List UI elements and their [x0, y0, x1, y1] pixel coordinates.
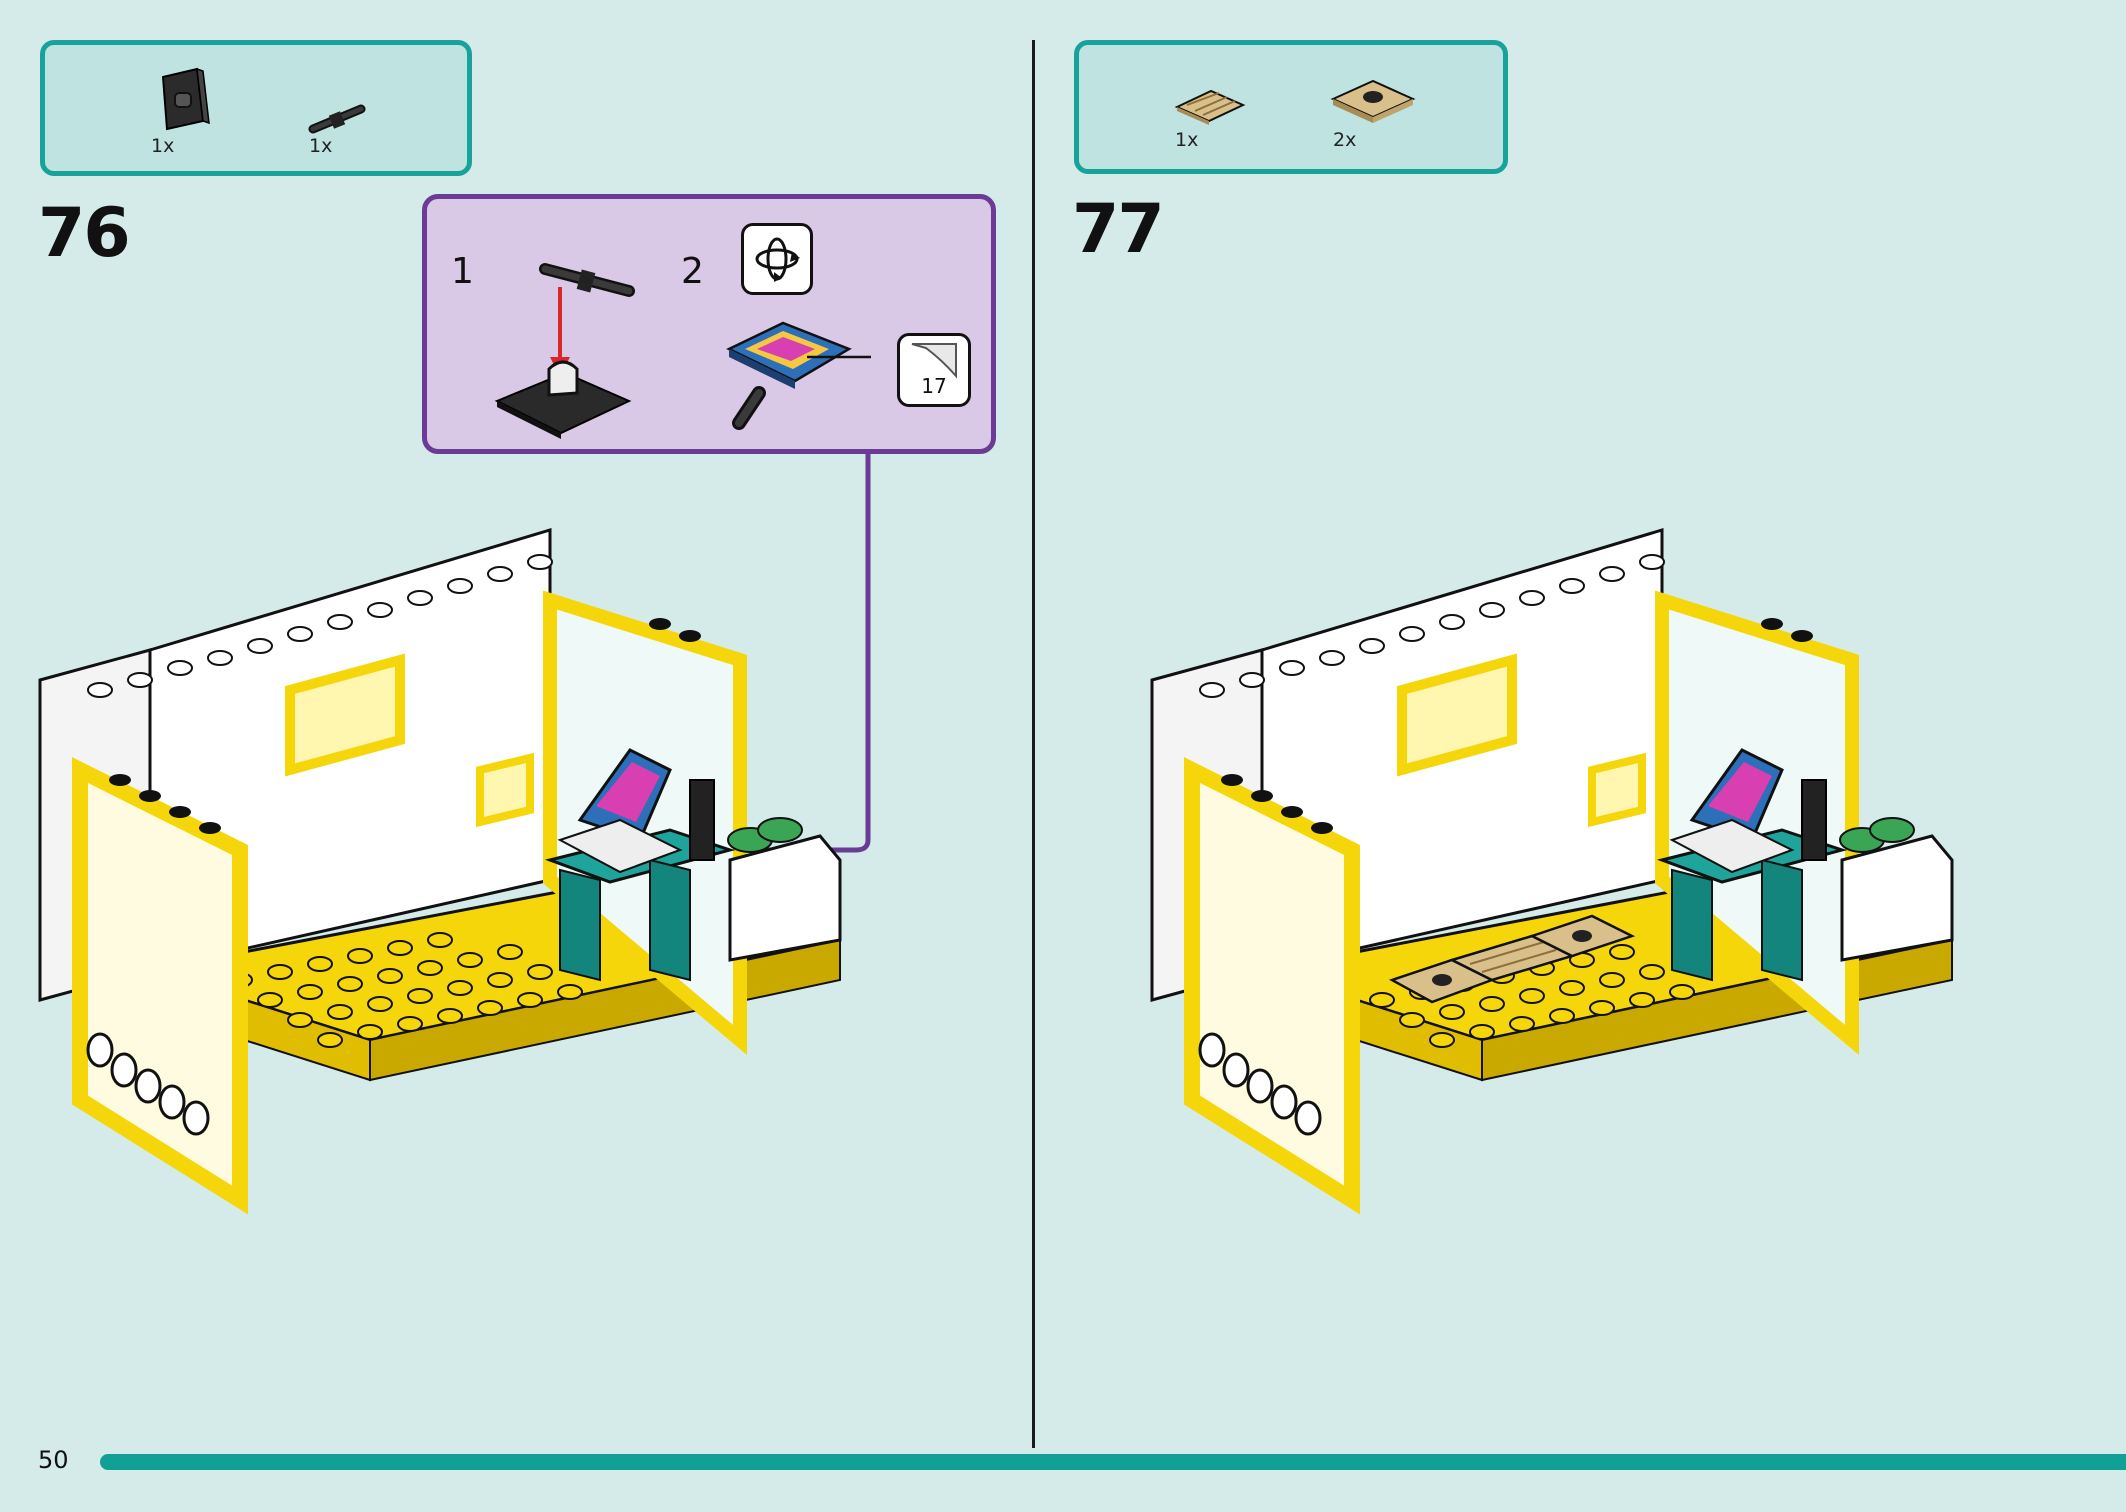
bracket-plate-icon — [161, 67, 210, 131]
tan-jumper-plate-icon — [1330, 79, 1416, 123]
parts-callout-step-76: 1x 1x — [40, 40, 472, 176]
step-number: 77 — [1072, 190, 1165, 269]
page-divider — [1032, 40, 1035, 1448]
wall-top-studs — [1199, 554, 1665, 698]
part-qty: 1x — [1175, 129, 1199, 151]
model-illustration-step-76 — [38, 527, 842, 1215]
model-illustration-step-77 — [1150, 527, 1954, 1215]
bar-connector-icon — [539, 263, 635, 297]
step-number: 76 — [38, 194, 131, 273]
small-window — [1588, 752, 1646, 828]
laptop-keyboard — [557, 818, 683, 874]
green-plant — [1839, 817, 1915, 853]
side-round-bricks — [1198, 1032, 1322, 1136]
part-qty: 2x — [1333, 129, 1357, 151]
bracket-plate-icon — [494, 360, 632, 439]
black-column — [1801, 779, 1827, 861]
page-number: 50 — [38, 1446, 69, 1474]
substep-number: 2 — [681, 251, 704, 292]
sticker-icon: 17 — [897, 333, 971, 407]
sticker-number: 17 — [921, 374, 947, 398]
sticker-peel-icon — [911, 343, 957, 379]
white-planter — [1840, 834, 1954, 962]
baseplate-studs — [1369, 944, 1695, 1048]
tan-grille-tile-icon — [1174, 89, 1246, 125]
white-planter — [728, 834, 842, 962]
rotate-arrows-icon — [755, 237, 800, 282]
part-qty: 1x — [309, 135, 333, 157]
frame-studs — [109, 618, 701, 834]
parts-callout-step-77: 1x 2x — [1074, 40, 1508, 174]
side-round-bricks — [86, 1032, 210, 1136]
small-window — [476, 752, 534, 828]
baseplate-studs — [227, 932, 583, 1048]
monitor-screen-icon — [726, 321, 871, 430]
sub-assembly-callout: 1 2 17 — [422, 194, 996, 454]
frame-studs — [1221, 618, 1813, 834]
progress-bar — [100, 1454, 2126, 1470]
laptop-keyboard — [1669, 818, 1795, 874]
rotate-icon — [741, 223, 813, 295]
wall-top-studs — [87, 554, 553, 698]
green-plant — [727, 817, 803, 853]
bar-connector-icon — [308, 104, 366, 134]
black-column — [689, 779, 715, 861]
part-qty: 1x — [151, 135, 175, 157]
substep-number: 1 — [451, 251, 474, 292]
